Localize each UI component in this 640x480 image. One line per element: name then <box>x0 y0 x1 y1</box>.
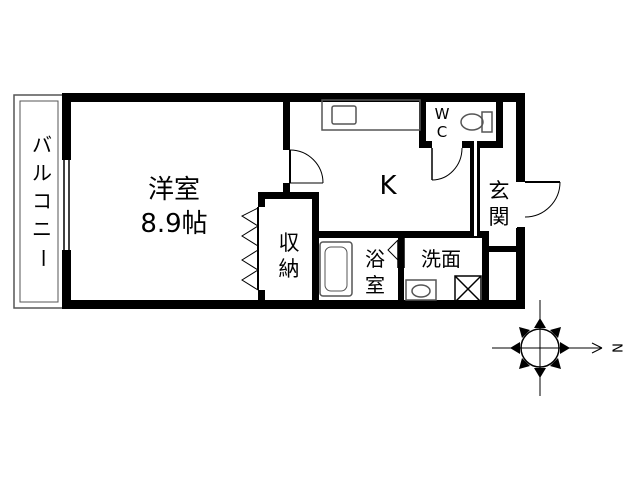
kitchen-counter <box>321 99 421 131</box>
wash-basin <box>405 279 437 301</box>
wall-wc-left <box>419 100 426 148</box>
wall-storage-left-bottom <box>258 290 265 305</box>
wall-wet-top <box>312 231 482 238</box>
wc-door <box>431 147 463 181</box>
compass-spike-ne <box>550 327 561 338</box>
compass-spike-sw <box>519 358 530 369</box>
balcony-char-1: バ <box>32 133 52 157</box>
balcony-char-4: ニ <box>32 217 52 241</box>
sink <box>331 105 357 125</box>
western-room-size: 8.9帖 <box>140 209 207 239</box>
compass-spike-nw <box>519 327 530 338</box>
storage-label-line1: 収 <box>279 231 300 255</box>
bath-label-line1: 浴 <box>365 247 385 271</box>
storage-door-2 <box>241 225 259 247</box>
wc-door-swing <box>431 147 463 181</box>
room-door <box>289 149 324 184</box>
entrance-label-line1: 玄 <box>489 179 510 203</box>
balcony-char-5: ー <box>31 248 55 268</box>
storage-doors <box>240 207 259 291</box>
entrance-door-swing <box>524 181 561 218</box>
wall-room-kitchen-upper <box>283 100 290 150</box>
counter <box>321 99 421 131</box>
wall-top <box>64 93 525 102</box>
storage-door-3 <box>241 249 259 271</box>
entrance-label-line2: 関 <box>489 205 510 229</box>
toilet <box>460 111 493 133</box>
wall-storage-left-top <box>258 192 265 207</box>
wall-room-kitchen-lower <box>283 183 290 195</box>
wc-label-line2: C <box>437 123 447 141</box>
kitchen-label: K <box>379 171 397 201</box>
washer-space <box>454 275 482 303</box>
wet-doors <box>387 238 405 268</box>
washroom-label: 洗面 <box>421 247 461 271</box>
storage-door-4 <box>241 269 259 291</box>
wall-bottom <box>64 300 525 309</box>
toilet-bowl <box>460 113 484 131</box>
window-opening <box>62 160 71 250</box>
wall-wc-right-a <box>496 100 503 148</box>
room-door-swing <box>289 149 324 184</box>
wall-wash-right <box>482 231 489 305</box>
wall-entrance-left <box>470 141 474 236</box>
compass-rose: N <box>492 300 624 396</box>
bathtub-outer <box>319 241 353 297</box>
wall-right-block <box>489 246 519 252</box>
wall-storage-right <box>312 192 319 305</box>
storage-label-line2: 納 <box>279 257 300 281</box>
balcony-char-2: ル <box>32 161 52 185</box>
wall-bath-wash <box>398 231 404 305</box>
wall-wc-bottom-a <box>419 141 432 148</box>
balcony: バ ル コ ニ ー <box>13 94 65 309</box>
bath-label-line2: 室 <box>365 273 385 297</box>
balcony-char-3: コ <box>32 189 52 213</box>
compass-arrow <box>591 342 603 354</box>
balcony-rail <box>19 100 59 303</box>
bathtub-inner <box>324 246 348 292</box>
toilet-tank <box>481 111 493 133</box>
entrance-opening <box>516 182 525 228</box>
wc-label-line1: W <box>435 105 450 123</box>
washer-cross-2 <box>454 275 482 303</box>
washer-box <box>454 275 482 303</box>
western-room-name: 洋室 <box>148 175 200 205</box>
balcony-window <box>62 160 71 250</box>
wall-entrance-left-inner <box>474 141 477 236</box>
wall-storage-top <box>258 192 317 199</box>
wall-entrance-left-outer <box>477 141 480 236</box>
wall-wc-bottom-b <box>462 141 503 148</box>
compass-spike-se <box>550 358 561 369</box>
basin-bowl <box>411 284 431 298</box>
bathtub <box>319 241 353 297</box>
bath-door-swing <box>387 239 399 261</box>
entrance-door <box>516 181 561 229</box>
compass-north-label: N <box>609 343 624 353</box>
storage-door-1 <box>240 207 259 227</box>
interior-walls <box>258 100 519 305</box>
basin-counter <box>405 279 437 301</box>
